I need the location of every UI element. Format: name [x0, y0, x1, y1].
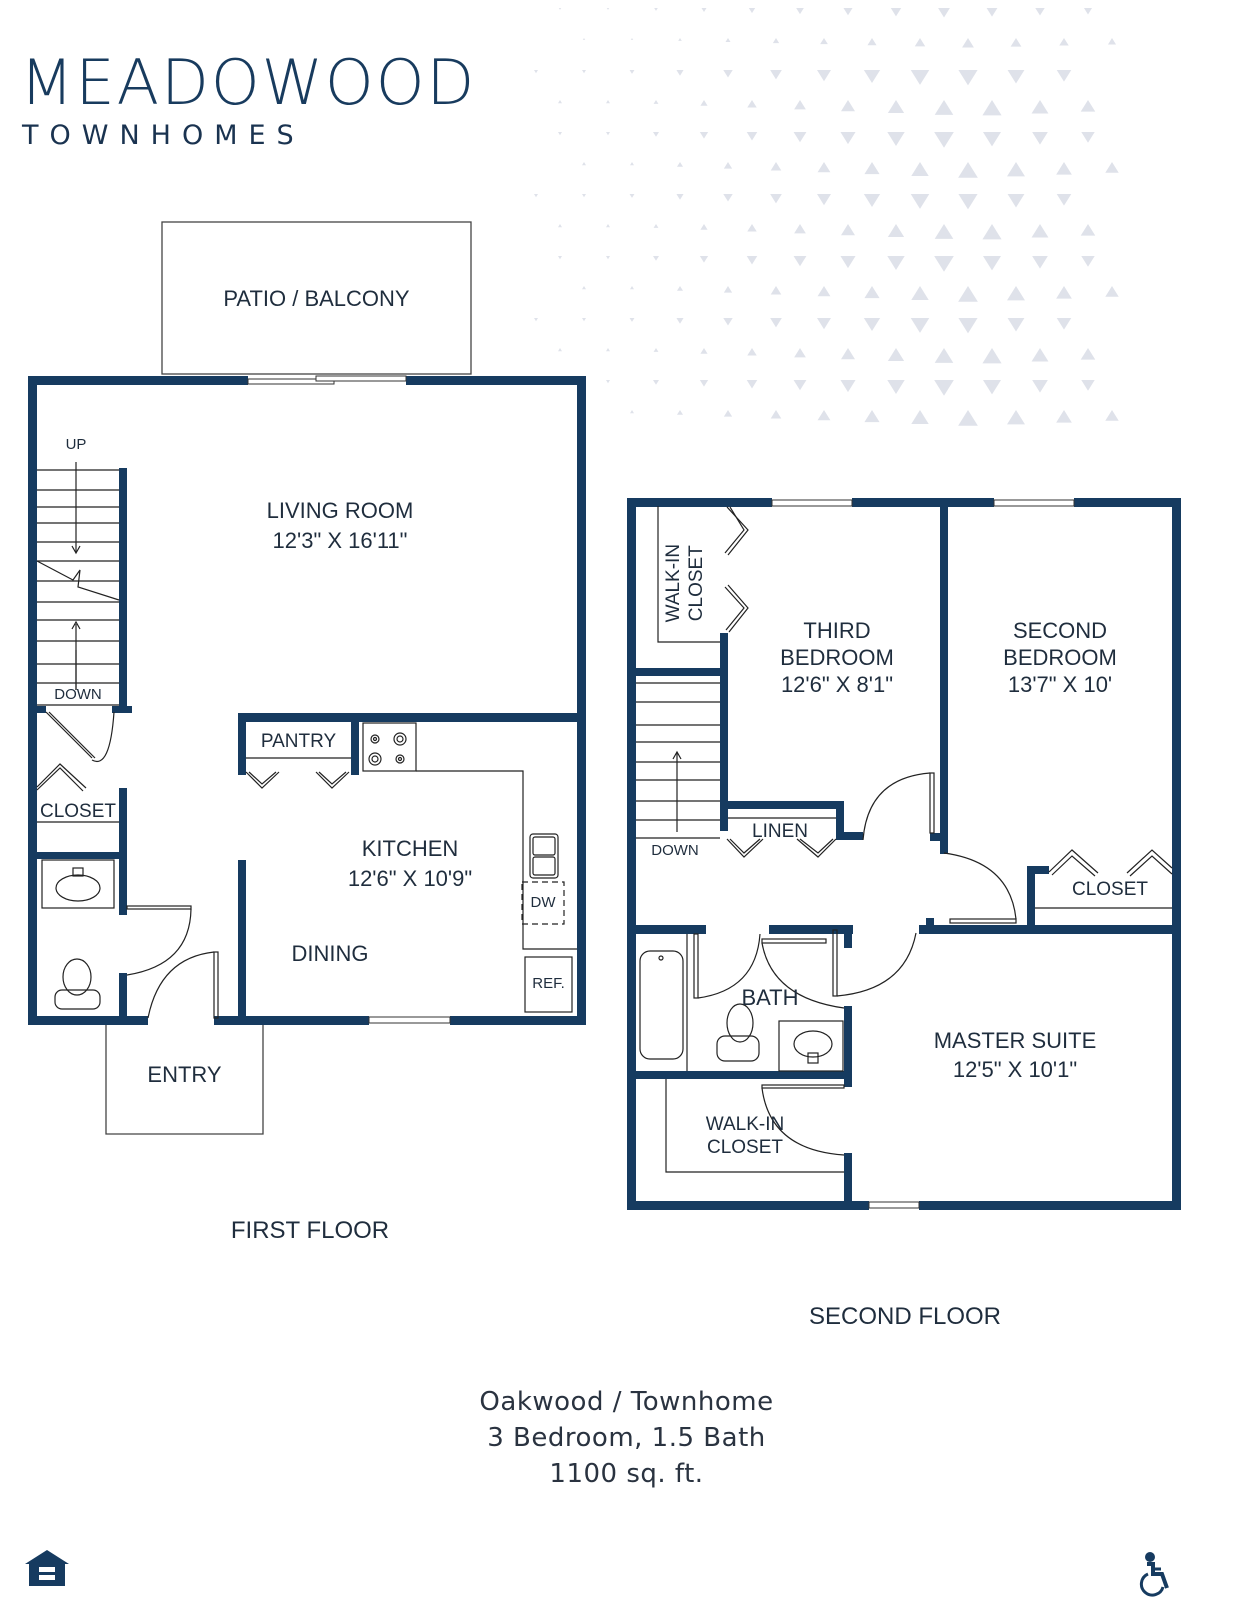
- unit-model: Oakwood / Townhome: [479, 1387, 774, 1417]
- first-floor-title: FIRST FLOOR: [230, 1217, 390, 1244]
- living-room-label: LIVING ROOM: [266, 498, 414, 523]
- dishwasher-label: DW: [530, 894, 556, 911]
- pantry-label: PANTRY: [260, 731, 337, 752]
- refrigerator-label: REF.: [532, 975, 565, 992]
- unit-info: Oakwood / Townhome 3 Bedroom, 1.5 Bath 1…: [0, 1384, 1253, 1492]
- dining-label: DINING: [291, 941, 369, 966]
- unit-area: 1100 sq. ft.: [549, 1459, 704, 1489]
- linen-label: LINEN: [752, 821, 808, 842]
- closet-label: CLOSET: [39, 801, 117, 822]
- unit-beds-baths: 3 Bedroom, 1.5 Bath: [487, 1423, 766, 1453]
- kitchen-label: KITCHEN: [361, 836, 459, 861]
- third-bedroom-size: 12'6" X 8'1": [780, 671, 894, 697]
- patio-balcony-label: PATIO / BALCONY: [223, 286, 410, 311]
- walk-in-closet-2-label: WALK-IN CLOSET: [705, 1114, 785, 1159]
- stair-up-label: UP: [65, 436, 87, 453]
- entry-label: ENTRY: [147, 1062, 222, 1087]
- stair-down-label: DOWN: [54, 686, 102, 703]
- second-floor-plan: [627, 498, 1181, 1210]
- equal-housing-icon: [25, 1550, 69, 1586]
- master-suite-label: MASTER SUITE: [933, 1028, 1097, 1053]
- bath-label: BATH: [741, 985, 799, 1010]
- walk-in-closet-1-label: WALK-IN CLOSET: [662, 543, 707, 623]
- second-floor-title: SECOND FLOOR: [808, 1303, 1002, 1330]
- closet-label-2: CLOSET: [1071, 879, 1149, 900]
- third-bedroom-label: THIRD BEDROOM 12'6" X 8'1": [752, 618, 922, 698]
- master-suite-size: 12'5" X 10'1": [952, 1057, 1078, 1082]
- first-floor-plan: [28, 221, 586, 1135]
- kitchen-size: 12'6" X 10'9": [347, 866, 473, 891]
- second-bedroom-size: 13'7" X 10': [1007, 671, 1113, 697]
- stair-down-label-2: DOWN: [651, 842, 699, 859]
- wheelchair-accessible-icon: [1139, 1552, 1169, 1597]
- triangle-pattern-decoration: [534, 8, 1119, 426]
- second-bedroom-label: SECOND BEDROOM 13'7" X 10': [975, 618, 1145, 698]
- brand-subtitle: TOWNHOMES: [22, 120, 305, 151]
- brand-title: MEADOWOOD: [20, 46, 477, 119]
- living-room-size: 12'3" X 16'11": [272, 528, 408, 553]
